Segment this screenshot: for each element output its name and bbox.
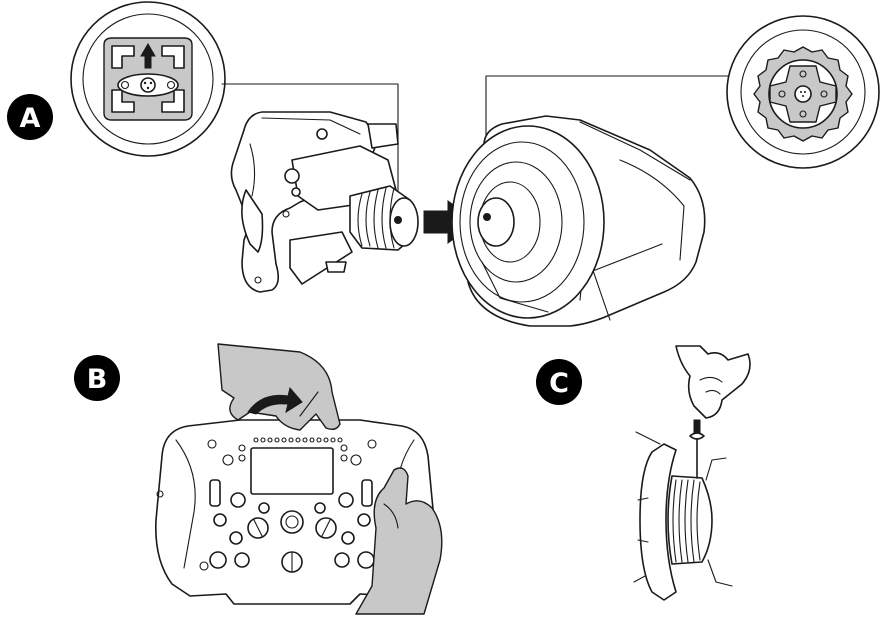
base-connector-closeup bbox=[726, 15, 880, 169]
led-strip bbox=[253, 437, 343, 443]
step-b: B bbox=[74, 343, 443, 615]
step-b-badge: B bbox=[74, 355, 120, 401]
wheel-base bbox=[451, 115, 706, 327]
step-c-label: C bbox=[549, 368, 569, 399]
step-c: C bbox=[536, 345, 751, 601]
hand-icon-c bbox=[675, 345, 751, 419]
step-a: A bbox=[7, 1, 880, 327]
screwdriver-icon bbox=[689, 419, 705, 479]
wheel-quick-release-closeup bbox=[70, 1, 226, 157]
hand-icon-lower bbox=[355, 467, 443, 615]
step-a-badge: A bbox=[7, 94, 53, 140]
display-screen bbox=[250, 447, 334, 495]
quick-release-side-view bbox=[633, 431, 733, 601]
step-c-badge: C bbox=[536, 359, 582, 405]
arrow-up-icon bbox=[140, 43, 156, 69]
curved-arrow-icon bbox=[247, 386, 303, 415]
step-b-label: B bbox=[87, 364, 108, 395]
step-a-label: A bbox=[20, 103, 41, 134]
f1-wheel-front-view bbox=[155, 419, 436, 605]
hand-icon bbox=[217, 343, 341, 431]
f1-wheel-rim-side-view bbox=[230, 111, 419, 293]
